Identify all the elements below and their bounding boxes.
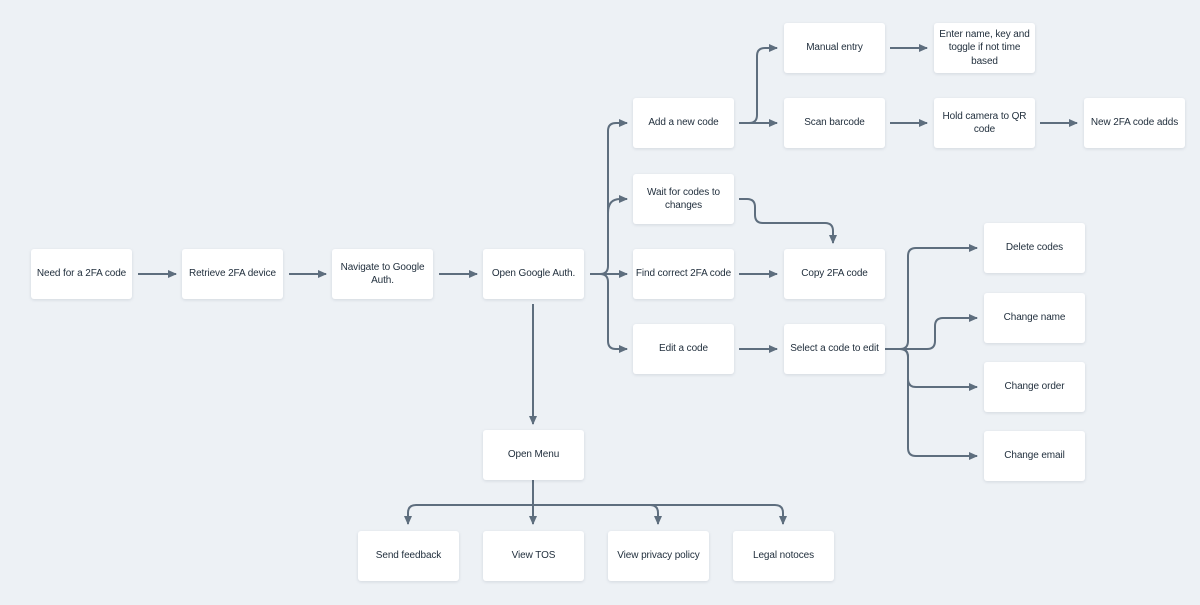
node-copy-code: Copy 2FA code (784, 249, 885, 299)
edge-waitcodes-to-copycode (739, 198, 837, 244)
node-open-auth: Open Google Auth. (483, 249, 584, 299)
node-navigate-auth: Navigate to Google Auth. (332, 249, 433, 299)
node-add-new-code: Add a new code (633, 98, 734, 148)
edge-selectcode-to-deletecodes (885, 244, 978, 350)
edge-addcode-to-manualentry (748, 44, 778, 124)
edge-openauth-to-editcode (599, 273, 628, 353)
edge-openmenu-to-legalnotices (533, 504, 787, 525)
node-enter-name-key: Enter name, key and toggle if not time b… (934, 23, 1035, 73)
node-view-privacy: View privacy policy (608, 531, 709, 581)
node-change-name: Change name (984, 293, 1085, 343)
node-scan-barcode: Scan barcode (784, 98, 885, 148)
node-view-tos: View TOS (483, 531, 584, 581)
node-hold-camera-qr: Hold camera to QR code (934, 98, 1035, 148)
node-change-email: Change email (984, 431, 1085, 481)
edge-openmenu-to-viewprivacy (533, 504, 662, 525)
node-open-menu: Open Menu (483, 430, 584, 480)
node-legal-notices: Legal notoces (733, 531, 834, 581)
node-delete-codes: Delete codes (984, 223, 1085, 273)
node-wait-codes-change: Wait for codes to changes (633, 174, 734, 224)
edge-openauth-to-addcode (599, 119, 628, 275)
node-new-code-adds: New 2FA code adds (1084, 98, 1185, 148)
edge-openauth-to-waitcodes (607, 195, 628, 214)
node-find-correct-code: Find correct 2FA code (633, 249, 734, 299)
edge-selectcode-to-changeemail (885, 348, 978, 460)
edge-openmenu-to-sendfeedback (404, 504, 533, 525)
node-retrieve-device: Retrieve 2FA device (182, 249, 283, 299)
node-select-code-edit: Select a code to edit (784, 324, 885, 374)
edge-selectcode-to-changename (885, 314, 978, 350)
node-manual-entry: Manual entry (784, 23, 885, 73)
node-edit-code: Edit a code (633, 324, 734, 374)
node-send-feedback: Send feedback (358, 531, 459, 581)
node-need-2fa-code: Need for a 2FA code (31, 249, 132, 299)
node-change-order: Change order (984, 362, 1085, 412)
edge-selectcode-to-changeorder (885, 348, 978, 391)
